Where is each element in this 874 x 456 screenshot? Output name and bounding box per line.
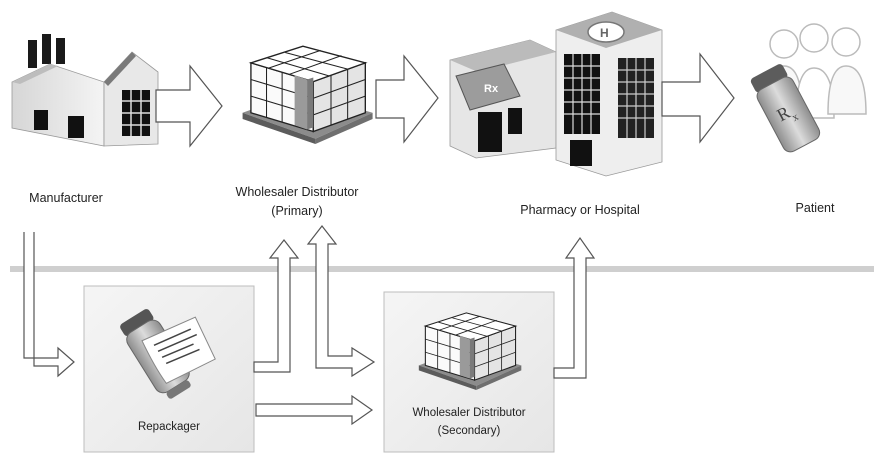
secondary-wholesaler-label-line2: (Secondary)	[438, 425, 501, 437]
pharmacy-hospital-label: Pharmacy or Hospital	[520, 203, 640, 217]
primary-wholesaler-label-line2: (Primary)	[271, 204, 322, 218]
hospital-building-icon: H	[555, 11, 663, 177]
arrow-pharmacy-to-patient	[661, 52, 735, 144]
divider-line	[10, 266, 874, 272]
arrow-primary-to-secondary	[306, 225, 376, 378]
arrow-primary-to-pharmacy	[375, 54, 439, 144]
repackager-label: Repackager	[138, 421, 200, 433]
svg-text:H: H	[600, 26, 609, 40]
arrow-manufacturer-to-repackager	[23, 232, 75, 378]
arrow-repackager-to-secondary	[255, 394, 374, 426]
svg-text:x: x	[790, 111, 801, 124]
patient-label: Patient	[796, 201, 835, 215]
svg-text:Rx: Rx	[484, 83, 499, 95]
arrow-repackager-to-primary	[253, 239, 300, 373]
manufacturer-label: Manufacturer	[29, 191, 103, 205]
factory-icon	[11, 34, 159, 147]
arrow-manufacturer-to-primary	[155, 64, 223, 148]
pallet-boxes-icon	[241, 45, 374, 144]
patients-with-pill-bottle-icon: R x	[750, 23, 867, 153]
secondary-wholesaler-label-line1: Wholesaler Distributor	[412, 407, 525, 419]
primary-wholesaler-label-line1: Wholesaler Distributor	[236, 185, 359, 199]
prescription-label-icon	[141, 316, 216, 384]
arrow-secondary-to-pharmacy	[553, 236, 596, 379]
pharmacy-building-icon: Rx	[449, 39, 557, 159]
